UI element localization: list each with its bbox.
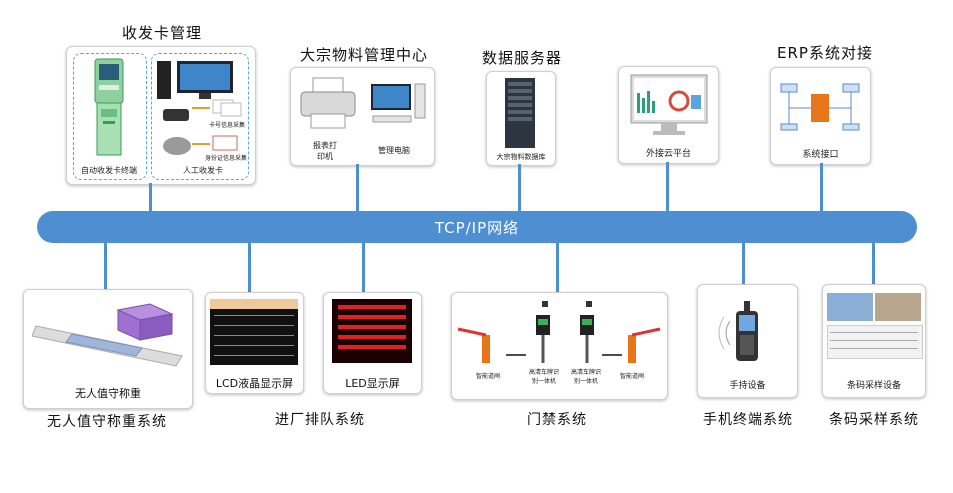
barcode-card: 条码采样设备 — [822, 284, 926, 398]
handheld-caption: 手持设备 — [729, 381, 766, 391]
left-barrier-caption: 智能道闸 — [475, 373, 500, 380]
lcd-row-line — [214, 325, 294, 326]
lcd-row-line — [214, 355, 294, 356]
led-card: LED显示屏 — [323, 292, 422, 394]
manual-dash-box — [151, 53, 249, 180]
connector-barcode — [872, 243, 875, 284]
printer-icon — [300, 77, 356, 129]
weighing-system-label: 无人值守称重系统 — [47, 414, 167, 430]
queue-system-label: 进厂排队系统 — [275, 412, 365, 428]
barcode-system-label: 条码采样系统 — [829, 412, 919, 428]
lcd-card: LCD液晶显示屏 — [205, 292, 304, 394]
pc-caption: 管理电脑 — [378, 146, 410, 155]
tcp-ip-bus: TCP/IP网络 — [37, 211, 917, 243]
left-camera-caption: 高清车牌识 别一体机 — [528, 369, 559, 385]
connector-weighing — [104, 243, 107, 289]
management-pc-icon — [371, 83, 426, 123]
id-reader-icon — [163, 137, 191, 155]
lcd-screen — [210, 299, 298, 365]
weighbridge-icon — [32, 303, 183, 367]
sampling-table — [827, 325, 923, 359]
materials-center-card: 报表打 印机 管理电脑 — [290, 67, 435, 166]
kiosk-caption: 自动收发卡终端 — [81, 166, 137, 175]
led-text-row — [338, 315, 406, 319]
connector-server — [518, 164, 521, 212]
table-line — [830, 332, 918, 333]
card-icon — [212, 99, 242, 117]
led-text-row — [338, 325, 406, 329]
connector-led — [362, 243, 365, 292]
lcd-row-line — [214, 335, 294, 336]
lcd-row-line — [214, 315, 294, 316]
server-icon — [505, 78, 535, 148]
card-reader-caption: 卡号信息采集 — [208, 122, 245, 129]
led-screen — [332, 299, 412, 363]
cloud-caption: 外接云平台 — [645, 149, 691, 159]
manual-caption: 人工收发卡 — [183, 166, 223, 175]
handheld-system-label: 手机终端系统 — [703, 412, 793, 428]
bus-label: TCP/IP网络 — [434, 219, 520, 237]
connector-materials — [356, 164, 359, 212]
card-issue-title: 收发卡管理 — [122, 24, 203, 42]
table-line — [830, 348, 918, 349]
cloud-platform-card: 外接云平台 — [618, 66, 719, 164]
right-camera-caption: 高清车牌识 别一体机 — [570, 369, 601, 385]
card-issue-card: 自动收发卡终端 卡号信息采集 身份证信息采集 人工收发卡 — [66, 46, 256, 185]
kiosk-icon — [94, 58, 124, 156]
lcd-caption: LCD液晶显示屏 — [215, 377, 294, 390]
erp-title: ERP系统对接 — [777, 44, 873, 62]
connector-lcd — [248, 243, 251, 292]
server-caption: 大宗物料数据库 — [496, 153, 546, 161]
erp-caption: 系统接口 — [802, 150, 839, 160]
led-text-row — [338, 305, 406, 309]
gate-card: 智能道闸 高清车牌识 别一体机 高清车牌识 别一体机 智能道闸 — [451, 292, 668, 400]
gate-system-label: 门禁系统 — [527, 412, 587, 428]
connector-card-issue — [149, 183, 152, 212]
connector-erp — [820, 163, 823, 212]
data-server-title: 数据服务器 — [482, 49, 563, 67]
desktop-pc-icon — [157, 61, 233, 99]
connector-gate — [556, 243, 559, 292]
printer-caption: 报表打 印机 — [313, 141, 337, 161]
erp-card: 系统接口 — [770, 67, 871, 165]
handheld-card: 手持设备 — [697, 284, 798, 398]
lcd-screen-header — [210, 299, 298, 309]
right-barrier-caption: 智能道闸 — [619, 373, 644, 380]
weighing-card: 无人值守称重 — [23, 289, 193, 409]
card-arrow — [192, 107, 210, 109]
barcode-caption: 条码采样设备 — [846, 381, 901, 391]
weighing-caption: 无人值守称重 — [75, 387, 141, 400]
handheld-device-icon — [718, 301, 758, 361]
materials-center-title: 大宗物料管理中心 — [300, 46, 429, 64]
led-text-row — [338, 345, 406, 349]
id-card-icon — [212, 135, 238, 151]
connector-handheld — [742, 243, 745, 284]
id-arrow — [192, 143, 210, 145]
card-reader-icon — [163, 109, 189, 121]
led-text-row — [338, 335, 406, 339]
erp-interface-icon — [780, 83, 860, 131]
data-server-card: 大宗物料数据库 — [486, 71, 556, 166]
site-photo-right — [875, 293, 921, 321]
lcd-row-line — [214, 345, 294, 346]
connector-cloud — [666, 162, 669, 212]
id-reader-caption: 身份证信息采集 — [204, 155, 247, 162]
cloud-monitor-icon — [630, 74, 708, 135]
gate-devices-icon — [457, 301, 661, 363]
table-line — [830, 340, 918, 341]
kiosk-dash-box — [73, 53, 147, 180]
site-photo-left — [827, 293, 873, 321]
led-caption: LED显示屏 — [345, 377, 400, 390]
